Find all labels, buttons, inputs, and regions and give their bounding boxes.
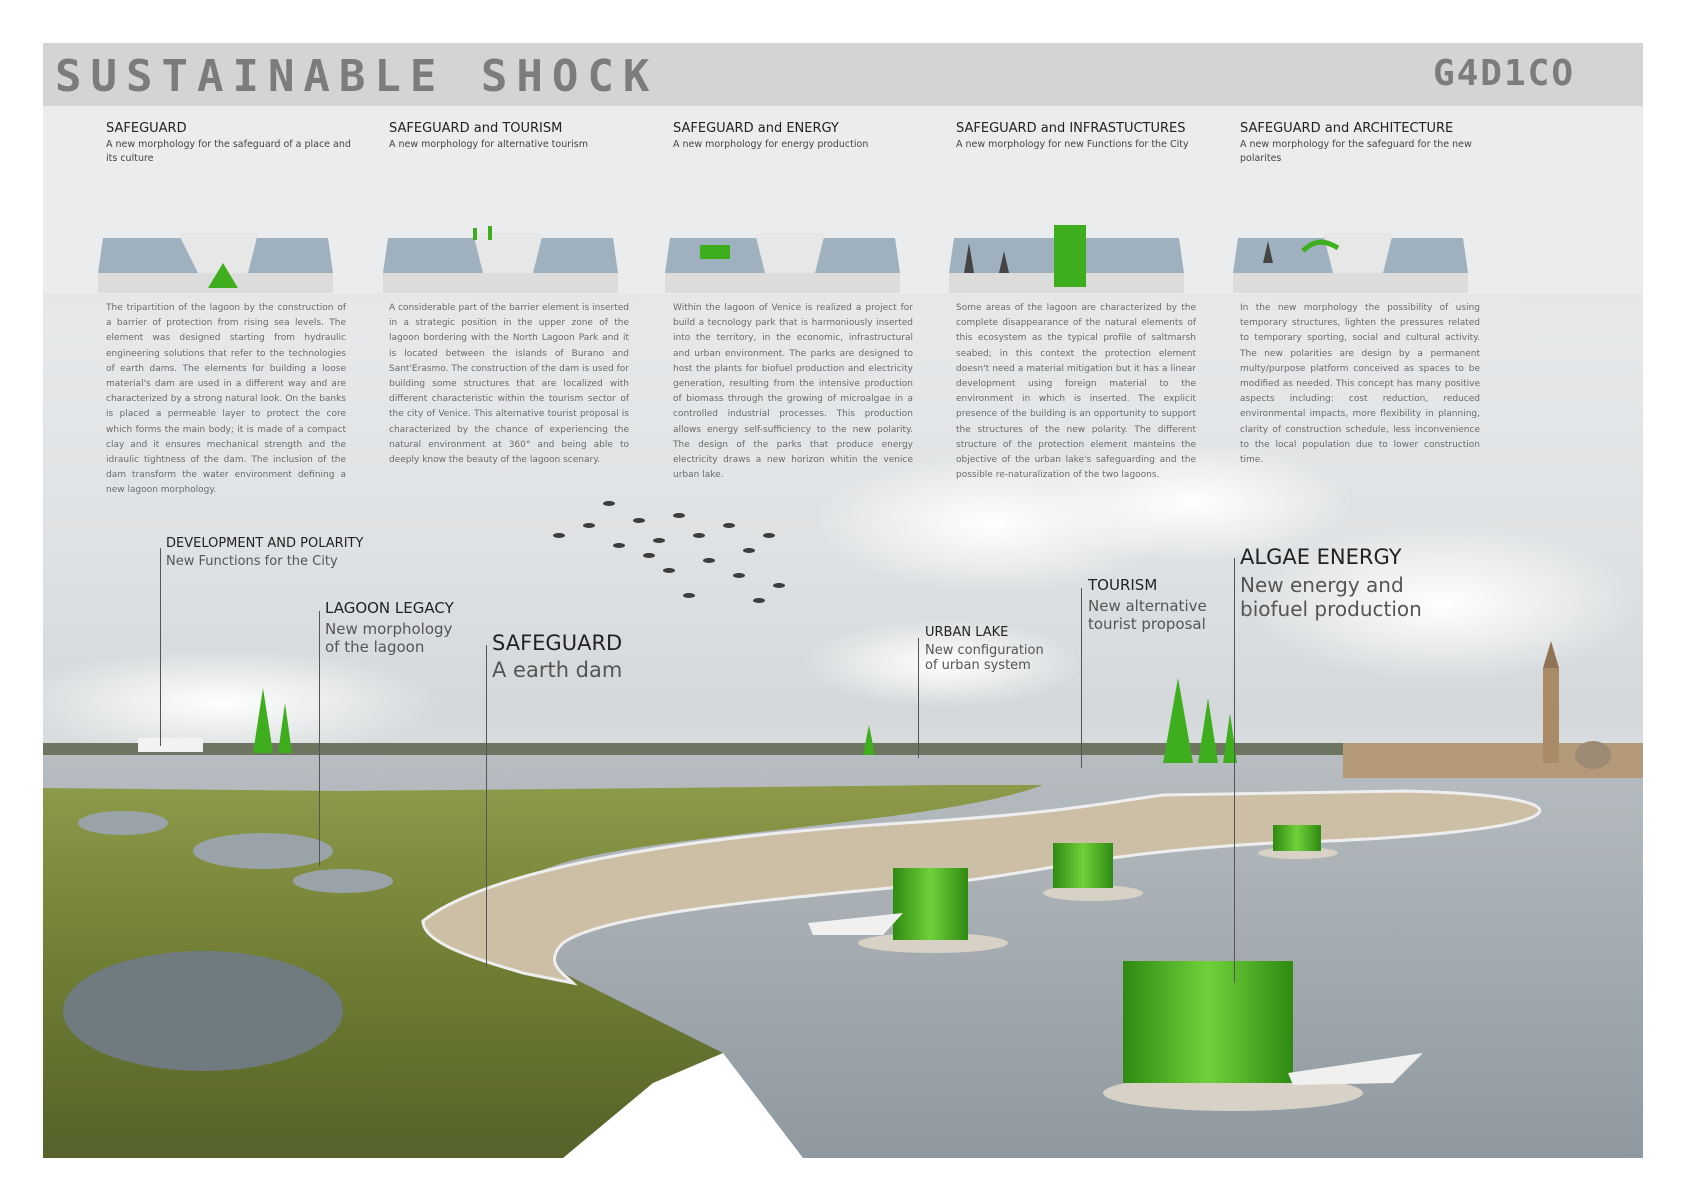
label-urban-lake: URBAN LAKE New configuration of urban sy… xyxy=(925,625,1044,673)
label-line: New energy and xyxy=(1240,573,1404,597)
label-algae-energy: ALGAE ENERGY New energy and biofuel prod… xyxy=(1240,545,1422,621)
label-line: tourist proposal xyxy=(1088,615,1206,633)
label-tourism: TOURISM New alternative tourist proposal xyxy=(1088,576,1207,633)
cloud xyxy=(803,618,1083,708)
column-text: Some areas of the lagoon are characteriz… xyxy=(956,303,1196,481)
section-cut xyxy=(563,1053,803,1158)
model-energy xyxy=(665,233,900,293)
marsh-pool xyxy=(78,811,168,835)
label-line: biofuel production xyxy=(1240,597,1422,621)
label-title: URBAN LAKE xyxy=(925,625,1009,640)
column-heading: SAFEGUARD and TOURISM xyxy=(389,121,563,136)
bird-flock xyxy=(543,493,803,613)
column-tourism: SAFEGUARD and TOURISM A new morphology f… xyxy=(389,121,644,152)
column-text: In the new morphology the possibility of… xyxy=(1240,303,1480,466)
cruise-ship xyxy=(138,738,203,752)
algae-cylinders xyxy=(893,868,968,940)
algae-tower xyxy=(1163,678,1193,763)
column-subtitle: A new morphology for new Functions for t… xyxy=(956,139,1189,150)
leader-line xyxy=(160,548,161,746)
label-safeguard: SAFEGUARD A earth dam xyxy=(492,631,622,682)
column-heading: SAFEGUARD xyxy=(106,121,187,136)
marsh-pool xyxy=(193,833,333,869)
column-architecture: SAFEGUARD and ARCHITECTURE A new morphol… xyxy=(1240,121,1495,166)
label-lagoon-legacy: LAGOON LEGACY New morphology of the lago… xyxy=(325,599,454,656)
algae-cylinders xyxy=(1123,961,1293,1083)
algae-cylinders xyxy=(1273,825,1321,851)
column-safeguard: SAFEGUARD A new morphology for the safeg… xyxy=(106,121,361,166)
cloud xyxy=(43,648,443,758)
column-subtitle: A new morphology for the safeguard for t… xyxy=(1240,139,1472,164)
cloud xyxy=(1243,523,1643,683)
label-title: TOURISM xyxy=(1088,576,1158,594)
algae-tower xyxy=(1223,713,1237,763)
label-line: of the lagoon xyxy=(325,638,425,656)
column-infrastructures: SAFEGUARD and INFRASTUCTURES A new morph… xyxy=(956,121,1211,152)
leader-line xyxy=(319,611,320,866)
column-text: The tripartition of the lagoon by the co… xyxy=(106,303,346,496)
model-infrastructures xyxy=(949,225,1184,293)
motor-boat xyxy=(1288,1053,1423,1085)
algae-tower xyxy=(1198,698,1218,763)
column-heading: SAFEGUARD and ENERGY xyxy=(673,121,839,136)
label-line: New Functions for the City xyxy=(166,554,338,569)
algae-tower xyxy=(863,725,875,755)
column-text: Within the lagoon of Venice is realized … xyxy=(673,303,913,481)
poster-board: SUSTAINABLE SHOCK G4D1CO SAFEGUARD A new… xyxy=(43,43,1643,1158)
column-subtitle: A new morphology for energy production xyxy=(673,139,869,150)
label-title: DEVELOPMENT AND POLARITY xyxy=(166,536,364,551)
lagoon-render xyxy=(43,443,1643,1158)
column-subtitle: A new morphology for the safeguard of a … xyxy=(106,139,351,164)
column-text: A considerable part of the barrier eleme… xyxy=(389,303,629,466)
leader-line xyxy=(918,638,919,758)
campanile-tower xyxy=(1543,668,1559,763)
campanile-spire xyxy=(1543,641,1559,668)
model-architecture xyxy=(1233,233,1468,293)
poster-title: SUSTAINABLE SHOCK xyxy=(55,51,659,102)
label-line: New alternative xyxy=(1088,597,1207,615)
column-heading: SAFEGUARD and ARCHITECTURE xyxy=(1240,121,1454,136)
label-line: New morphology xyxy=(325,620,453,638)
label-line: of urban system xyxy=(925,658,1031,673)
label-title: LAGOON LEGACY xyxy=(325,599,454,617)
marsh-pool xyxy=(63,951,343,1071)
marsh-pool xyxy=(293,869,393,893)
label-title: SAFEGUARD xyxy=(492,631,623,655)
label-line: A earth dam xyxy=(492,658,623,682)
model-safeguard xyxy=(98,233,333,293)
motor-boat xyxy=(808,913,903,935)
column-energy: SAFEGUARD and ENERGY A new morphology fo… xyxy=(673,121,928,152)
team-code: G4D1CO xyxy=(1432,53,1575,94)
leader-line xyxy=(1081,588,1082,768)
model-tourism xyxy=(383,226,618,293)
basilica-dome xyxy=(1575,741,1611,769)
algae-platform xyxy=(1043,885,1143,901)
label-title: ALGAE ENERGY xyxy=(1240,545,1402,569)
algae-cylinders xyxy=(1053,843,1113,888)
label-line: New configuration xyxy=(925,643,1044,658)
algae-tower xyxy=(278,703,292,753)
algae-tower xyxy=(253,688,273,753)
leader-line xyxy=(486,645,487,967)
cloud xyxy=(1033,443,1353,563)
poster-header: SUSTAINABLE SHOCK G4D1CO xyxy=(43,43,1643,106)
column-heading: SAFEGUARD and INFRASTUCTURES xyxy=(956,121,1186,136)
label-development: DEVELOPMENT AND POLARITY New Functions f… xyxy=(166,536,363,569)
column-subtitle: A new morphology for alternative tourism xyxy=(389,139,588,150)
leader-line xyxy=(1234,558,1235,983)
horizon xyxy=(43,743,1643,755)
